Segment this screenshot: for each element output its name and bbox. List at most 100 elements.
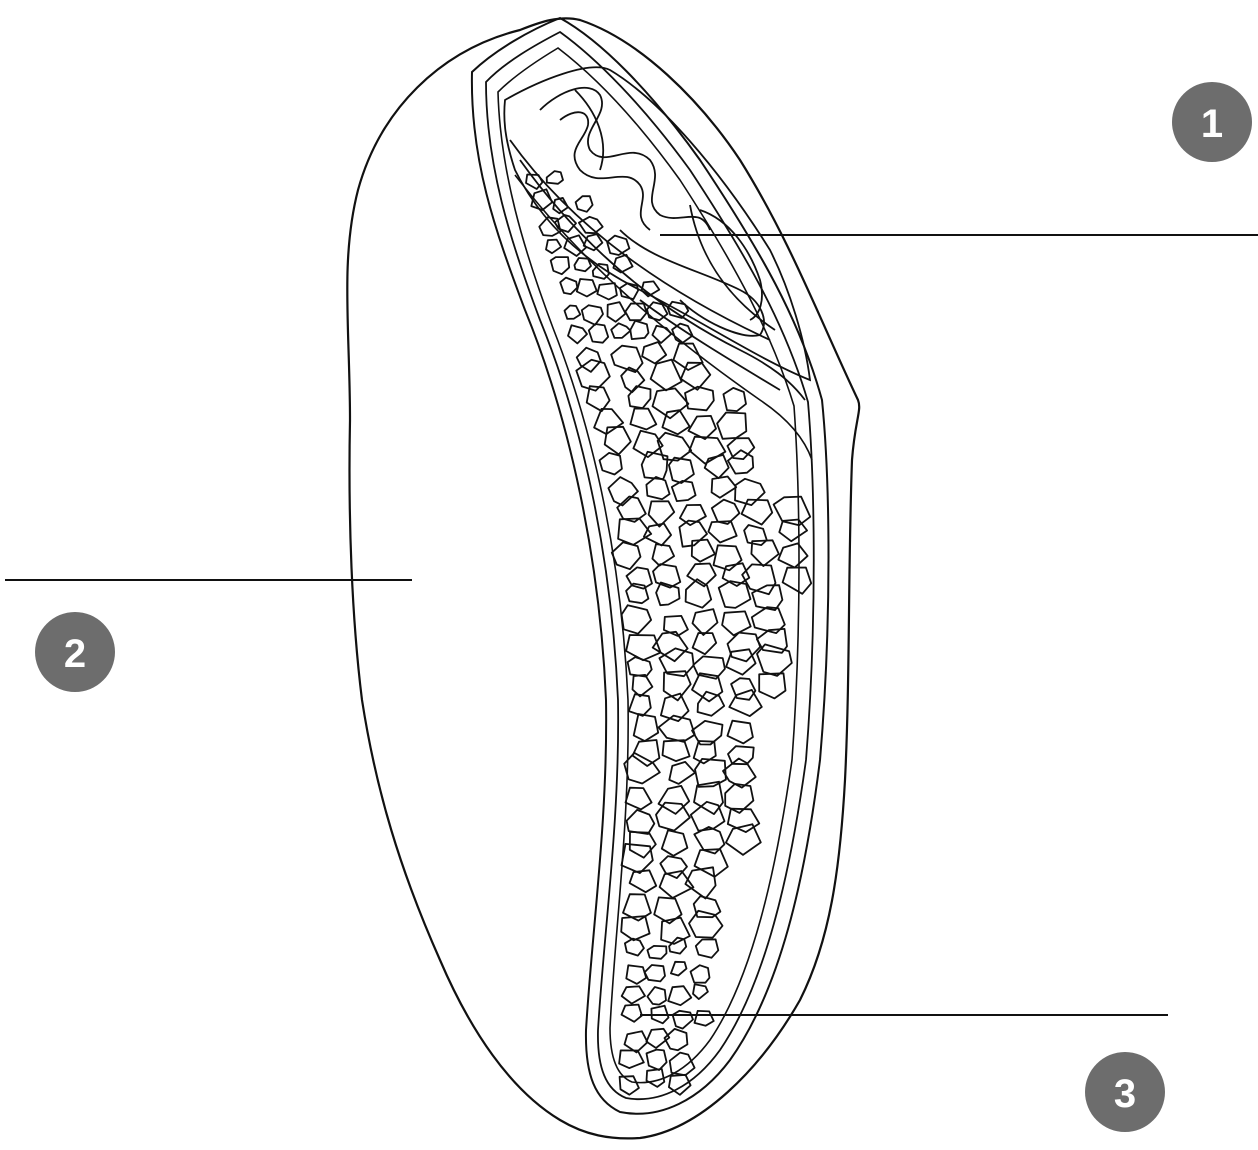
endosperm-cell — [694, 896, 721, 917]
endosperm-cell — [565, 306, 581, 319]
endosperm-cell — [624, 753, 660, 784]
badge-label-2: 2 — [64, 632, 86, 676]
endosperm-cell — [647, 987, 666, 1005]
endosperm-cell — [735, 479, 765, 505]
endosperm-cell — [630, 409, 656, 430]
endosperm-cell — [600, 453, 622, 475]
endosperm-cell — [670, 1053, 695, 1076]
endosperm-cell — [696, 939, 719, 957]
endosperm-cell — [673, 1011, 693, 1029]
endosperm-cell — [626, 788, 652, 810]
endosperm-cell — [693, 984, 708, 999]
endosperm-cell — [627, 810, 655, 834]
endosperm-cell — [622, 986, 645, 1003]
endosperm-cell — [663, 740, 690, 761]
endosperm-cell — [728, 746, 754, 764]
endosperm-cell — [619, 1050, 644, 1068]
endosperm-cell — [712, 500, 740, 524]
endosperm-cell — [633, 675, 653, 697]
endosperm-cell — [669, 938, 686, 954]
endosperm-cell — [613, 255, 632, 273]
endosperm-cell — [642, 452, 668, 479]
endosperm-cell — [708, 521, 736, 542]
endosperm-cell — [630, 870, 657, 892]
endosperm-cell — [689, 911, 723, 938]
endosperm-cell — [695, 1011, 714, 1026]
endosperm-cell — [656, 803, 690, 831]
badge-label-1: 1 — [1201, 102, 1223, 146]
endosperm-cell — [671, 962, 687, 976]
endosperm-cells — [526, 171, 811, 1095]
endosperm-cell — [611, 346, 642, 372]
endosperm-cell — [647, 946, 666, 959]
endosperm-cell — [594, 409, 623, 434]
endosperm-cell — [597, 283, 617, 299]
endosperm-cell — [633, 740, 660, 766]
endosperm-cell — [717, 413, 746, 439]
endosperm-cell — [726, 649, 756, 674]
endosperm-cell — [662, 830, 688, 856]
endosperm-cell — [695, 849, 728, 877]
endosperm-cell — [647, 1050, 667, 1070]
endosperm-cell — [546, 240, 561, 254]
endosperm-cell — [605, 427, 631, 455]
endosperm-cell — [634, 714, 659, 741]
callout-badge-3: 3 — [1085, 1052, 1165, 1132]
endosperm-cell — [626, 635, 661, 660]
endosperm-cell — [783, 568, 812, 594]
endosperm-cell — [691, 802, 725, 831]
endosperm-cell — [646, 477, 669, 499]
endosperm-cell — [705, 455, 729, 478]
endosperm-cell — [612, 542, 641, 569]
endosperm-cell — [644, 524, 671, 546]
endosperm-cell — [582, 305, 603, 325]
endosperm-cell — [727, 721, 753, 744]
endosperm-cell — [628, 657, 652, 677]
endosperm-cell — [622, 605, 652, 634]
endosperm-cell — [693, 633, 717, 654]
endosperm-cell — [774, 497, 811, 526]
endosperm-cell — [577, 279, 597, 297]
endosperm-cell — [659, 716, 695, 742]
endosperm-cell — [778, 543, 807, 567]
endosperm-cell — [611, 323, 630, 338]
callout-badge-1: 1 — [1172, 82, 1252, 162]
endosperm-cell — [628, 386, 650, 408]
endosperm-cell — [589, 324, 608, 343]
endosperm-cell — [622, 1005, 642, 1022]
endosperm-cell — [576, 196, 593, 212]
endosperm-cell — [669, 762, 695, 784]
endosperm-cell — [607, 236, 629, 255]
endosperm-cell — [692, 540, 715, 562]
endosperm-cell — [547, 171, 563, 184]
endosperm-cell — [642, 342, 666, 364]
endosperm-cell — [647, 1069, 665, 1087]
embryo — [504, 67, 810, 400]
endosperm-cell — [672, 481, 696, 501]
endosperm-cell — [625, 1031, 648, 1052]
endosperm-cell — [744, 525, 767, 545]
endosperm-cell — [723, 388, 746, 411]
endosperm-cell — [759, 673, 785, 698]
endosperm-cell — [646, 1029, 669, 1048]
endosperm-cell — [560, 278, 577, 295]
endosperm-cell — [574, 258, 591, 271]
endosperm-cell — [622, 844, 653, 873]
endosperm-cell — [693, 609, 718, 635]
endosperm-cell — [625, 939, 644, 956]
endosperm-cell — [652, 544, 674, 566]
endosperm-cell — [652, 326, 671, 343]
endosperm-cell — [625, 304, 646, 321]
endosperm-cell — [668, 986, 691, 1005]
endosperm-cell — [691, 965, 710, 983]
endosperm-cell — [723, 759, 756, 788]
endosperm-cell — [645, 965, 665, 981]
callout-badge-2: 2 — [35, 612, 115, 692]
endosperm-cell — [728, 633, 761, 662]
endosperm-cell — [608, 302, 626, 322]
endosperm-cell — [685, 387, 714, 411]
endosperm-cell — [587, 386, 610, 411]
endosperm-cell — [584, 234, 603, 250]
endosperm-cell — [629, 694, 651, 716]
badge-label-3: 3 — [1114, 1072, 1136, 1116]
